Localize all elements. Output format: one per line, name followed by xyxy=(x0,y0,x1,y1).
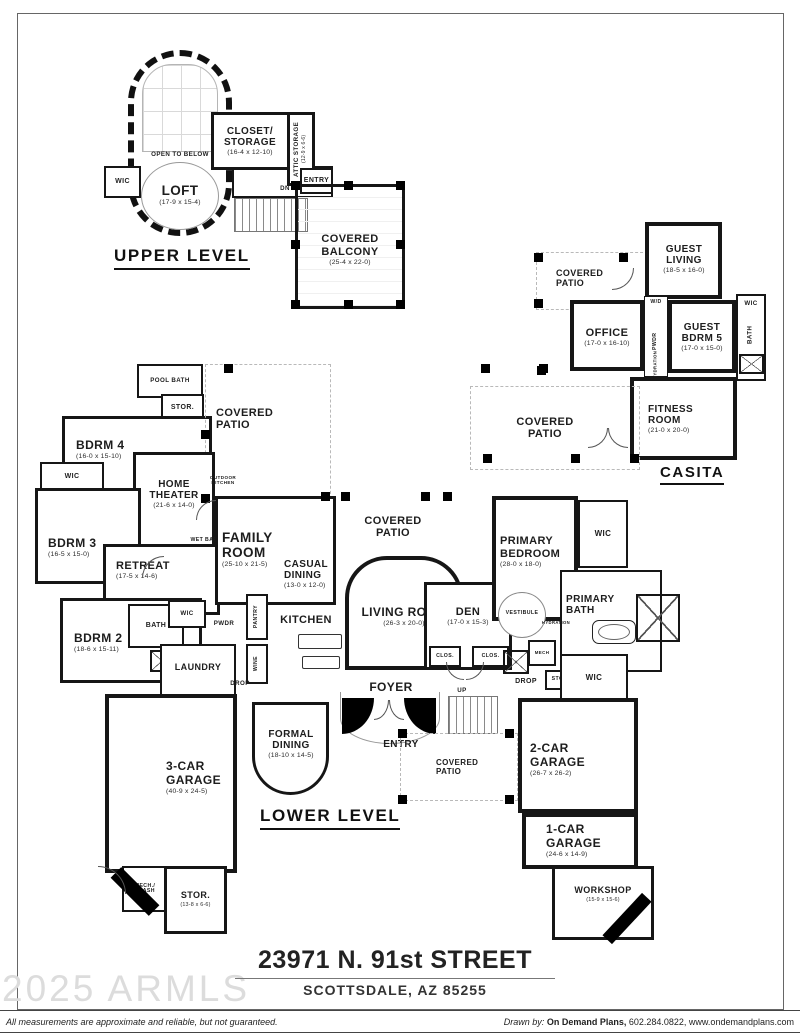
guest-bdrm5-room xyxy=(668,300,736,373)
lower-level-heading: LOWER LEVEL xyxy=(260,806,401,830)
room-name: WINE xyxy=(253,656,260,672)
pool-bath-room: POOL BATH xyxy=(137,364,203,398)
column-marker xyxy=(321,492,330,501)
column-marker xyxy=(396,300,405,309)
upper-level-heading: UPPER LEVEL xyxy=(114,246,250,270)
street-address: 23971 N. 91st STREET xyxy=(235,946,555,979)
column-marker xyxy=(539,364,548,373)
column-marker xyxy=(534,253,543,262)
room-name: WIC xyxy=(115,178,130,186)
column-marker xyxy=(505,729,514,738)
wic-primary-bottom-room: WIC xyxy=(560,654,628,702)
formal-dining-room xyxy=(252,702,329,795)
kitchen-island-2 xyxy=(302,656,340,669)
disclaimer-text: All measurements are approximate and rel… xyxy=(6,1016,278,1027)
room-name: WIC xyxy=(180,609,194,617)
garage2-room xyxy=(518,698,638,813)
room-name: STOR. xyxy=(170,404,195,412)
column-marker xyxy=(421,492,430,501)
mech-room: MECH xyxy=(528,640,556,666)
column-marker xyxy=(201,430,210,439)
patio-left-area xyxy=(205,364,331,504)
garage1-room xyxy=(522,813,638,869)
column-marker xyxy=(443,492,452,501)
column-marker xyxy=(398,729,407,738)
drawn-by-label: Drawn by: xyxy=(503,1016,545,1027)
column-marker xyxy=(341,492,350,501)
casita-utility-strip xyxy=(644,296,668,377)
room-name: MECH xyxy=(534,649,550,655)
patio-lower-area xyxy=(400,733,518,801)
column-marker xyxy=(291,300,300,309)
closet-storage-room xyxy=(211,112,290,170)
family-room xyxy=(215,496,336,605)
column-marker xyxy=(291,240,300,249)
room-name: CLOS. xyxy=(436,652,454,659)
column-marker xyxy=(534,299,543,308)
column-marker xyxy=(398,795,407,804)
room-name: CLOS. xyxy=(481,652,500,659)
room-name: WIC xyxy=(585,672,603,682)
bathtub xyxy=(592,620,636,644)
company-name: On Demand Plans, xyxy=(546,1016,627,1027)
foyer-stairs xyxy=(448,696,498,734)
contact-info: 602.284.0822, www.ondemandplans.com xyxy=(628,1016,794,1027)
column-marker xyxy=(224,364,233,373)
address-block: 23971 N. 91st STREET SCOTTSDALE, AZ 8525… xyxy=(235,946,555,998)
vestibule-closet xyxy=(503,650,529,674)
column-marker xyxy=(619,253,628,262)
wic-upper-room: WIC xyxy=(104,166,141,198)
covered-balcony-room xyxy=(295,184,405,309)
footer-bar: All measurements are approximate and rel… xyxy=(0,1010,800,1033)
credit-text: Drawn by: On Demand Plans, 602.284.0822,… xyxy=(504,1017,794,1027)
patio-right-area xyxy=(470,386,640,470)
column-marker xyxy=(481,364,490,373)
office-room xyxy=(570,300,644,371)
vestibule-area xyxy=(498,592,546,638)
room-name: PANTRY xyxy=(253,605,260,629)
column-marker xyxy=(344,181,353,190)
guest-living-room xyxy=(645,222,722,299)
page-border-frame xyxy=(17,13,784,1010)
garage3-room xyxy=(105,694,237,873)
column-marker xyxy=(291,181,300,190)
column-marker xyxy=(505,795,514,804)
column-marker xyxy=(201,494,210,503)
room-name: BATH xyxy=(145,622,167,630)
city-state-zip: SCOTTSDALE, AZ 85255 xyxy=(303,982,487,998)
turret-window-grid xyxy=(142,64,218,152)
casita-heading: CASITA xyxy=(660,464,725,485)
kitchen-island xyxy=(298,634,342,649)
fitness-room xyxy=(630,377,737,460)
room-name: WIC xyxy=(594,528,612,538)
stor-bottom-room xyxy=(164,866,227,934)
wic-b2-room: WIC xyxy=(168,600,206,628)
column-marker xyxy=(396,181,405,190)
column-marker xyxy=(630,454,639,463)
closet-a-room: CLOS. xyxy=(429,646,461,667)
column-marker xyxy=(344,300,353,309)
column-marker xyxy=(396,240,405,249)
wine-room: WINE xyxy=(246,644,268,684)
laundry-room xyxy=(160,644,236,696)
room-name: POOL BATH xyxy=(150,376,190,384)
pantry-room: PANTRY xyxy=(246,594,268,640)
room-name: ENTRY xyxy=(303,177,330,185)
column-marker xyxy=(571,454,580,463)
room-name: WIC xyxy=(64,473,80,481)
entry-step-arc xyxy=(340,692,440,744)
armls-watermark: 2025 ARMLS xyxy=(2,968,251,1009)
wic-primary-top-room: WIC xyxy=(578,500,628,568)
casita-shower xyxy=(739,354,764,374)
loft-room-circle xyxy=(141,162,219,230)
column-marker xyxy=(483,454,492,463)
primary-shower xyxy=(636,594,680,642)
